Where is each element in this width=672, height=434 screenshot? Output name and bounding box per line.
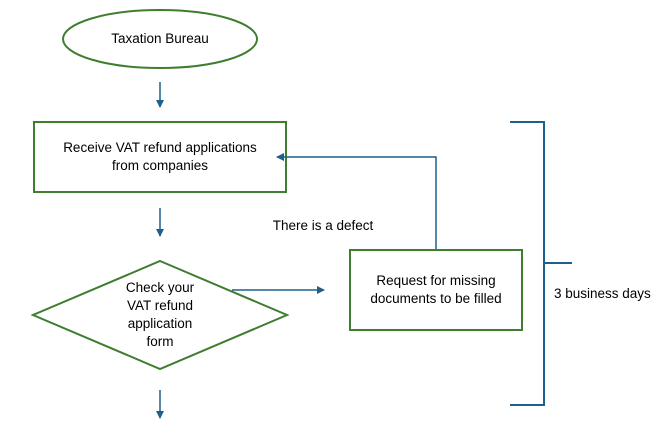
start-node-label: Taxation Bureau <box>111 31 209 46</box>
request-node-label: Request for missing documents to be fill… <box>370 273 502 306</box>
check-node-label: Check your VAT refund application form <box>125 280 195 349</box>
check-node-shape <box>30 259 290 371</box>
request-node-shape <box>349 249 523 331</box>
receive-node-shape <box>33 121 287 193</box>
start-node-shape <box>62 9 258 69</box>
receive-node-label: Receive VAT refund applications from com… <box>63 140 257 173</box>
duration-label: 3 business days <box>554 286 651 301</box>
arrow-request-to-receive <box>276 153 437 249</box>
defect-condition-label: There is a defect <box>272 218 374 233</box>
